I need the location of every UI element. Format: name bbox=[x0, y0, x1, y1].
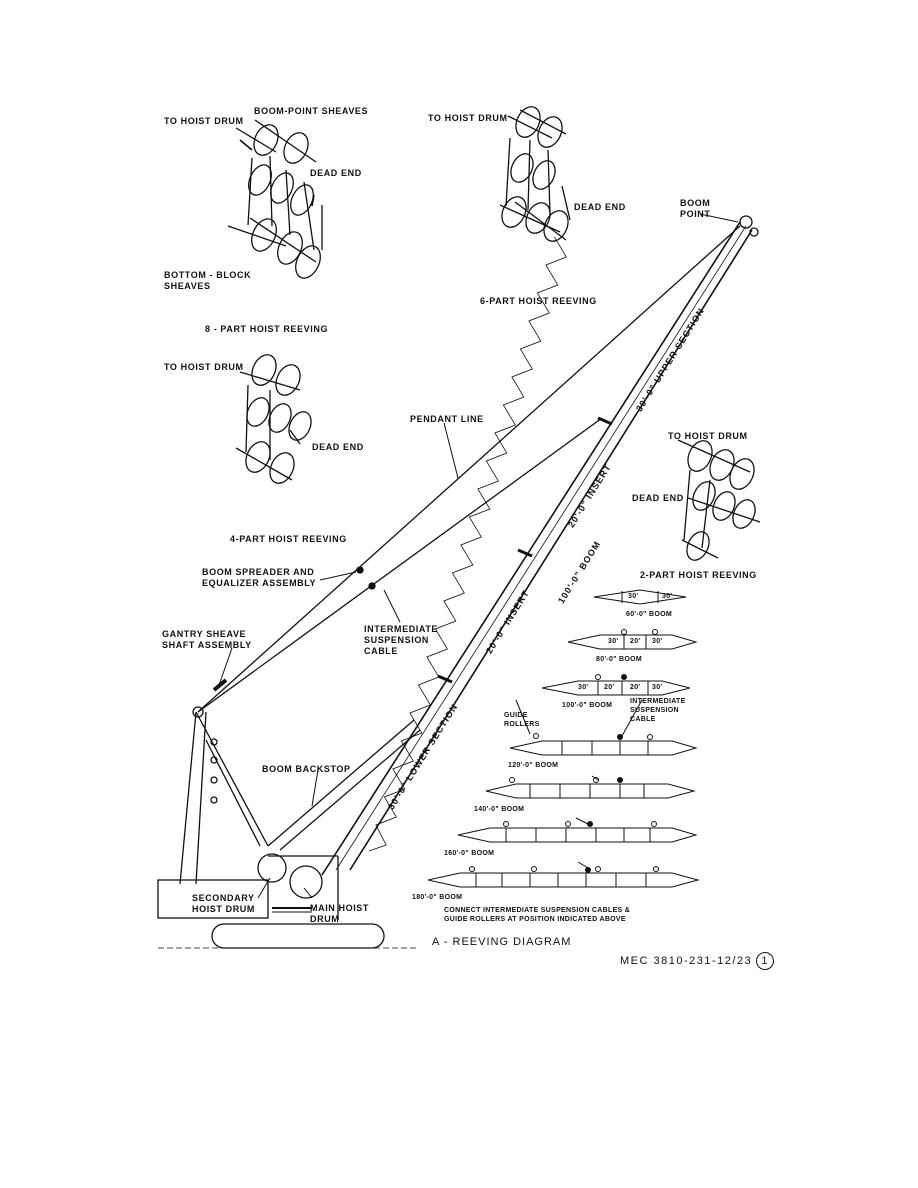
r8-sheaves-label: SHEAVES bbox=[164, 281, 211, 291]
reeving-6-sketch bbox=[499, 106, 571, 242]
isc-label-3: CABLE bbox=[630, 716, 656, 723]
crane-base bbox=[157, 853, 418, 949]
guide-rollers-label-1: GUIDE bbox=[504, 712, 528, 719]
reference-text: MEC 3810-231-12/23 bbox=[620, 955, 753, 967]
reference-circle-number: 1 bbox=[756, 952, 775, 970]
seg-80-c: 30' bbox=[652, 638, 663, 645]
isc-label-1: INTERMEDIATE bbox=[630, 698, 686, 705]
spreader-label-1: BOOM SPREADER AND bbox=[202, 567, 315, 577]
secondary-drum-label-1: SECONDARY bbox=[192, 893, 255, 903]
seg-100-d: 30' bbox=[652, 684, 663, 691]
seg-80-b: 20' bbox=[630, 638, 641, 645]
r6-dead-end-label: DEAD END bbox=[574, 202, 626, 212]
note-line-2: GUIDE ROLLERS AT POSITION INDICATED ABOV… bbox=[444, 916, 626, 923]
reeving-2-sketch bbox=[677, 439, 761, 561]
seg-60-a: 30' bbox=[628, 593, 639, 600]
pendant-lines bbox=[197, 225, 741, 713]
boom-160-label: 160'-0" BOOM bbox=[444, 850, 495, 857]
boom-60-label: 60'-0" BOOM bbox=[626, 611, 673, 618]
boom-length-diagrams bbox=[427, 589, 700, 888]
main-drum-label-1: MAIN HOIST bbox=[310, 903, 369, 913]
leader-lines bbox=[217, 213, 739, 899]
r8-to-hoist-drum-label: TO HOIST DRUM bbox=[164, 116, 244, 126]
r8-boom-point-sheaves-label: BOOM-POINT SHEAVES bbox=[254, 106, 369, 116]
mast-and-backstop bbox=[179, 706, 421, 885]
boom-180-label: 180'-0" BOOM bbox=[412, 894, 463, 901]
r6-to-hoist-drum-label: TO HOIST DRUM bbox=[428, 113, 508, 123]
seg-100-a: 30' bbox=[578, 684, 589, 691]
seg-100-c: 20' bbox=[630, 684, 641, 691]
boom-140-label: 140'-0" BOOM bbox=[474, 806, 525, 813]
pendant-line-label: PENDANT LINE bbox=[410, 414, 484, 424]
intermediate-label-3: CABLE bbox=[364, 646, 398, 656]
r4-to-hoist-drum-label: TO HOIST DRUM bbox=[164, 362, 244, 372]
r4-dead-end-label: DEAD END bbox=[312, 442, 364, 452]
intermediate-label-1: INTERMEDIATE bbox=[364, 624, 439, 634]
r2-title: 2-PART HOIST REEVING bbox=[640, 570, 757, 580]
main-drum-label-2: DRUM bbox=[310, 914, 340, 924]
r2-dead-end-label: DEAD END bbox=[632, 493, 684, 503]
gantry-label-1: GANTRY SHEAVE bbox=[162, 629, 247, 639]
r4-title: 4-PART HOIST REEVING bbox=[230, 534, 347, 544]
reeving-8-sketch bbox=[227, 119, 323, 279]
r8-dead-end-label: DEAD END bbox=[310, 168, 362, 178]
seg-60-b: 30' bbox=[662, 593, 673, 600]
boom-100-length-label: 100'-0" BOOM bbox=[562, 702, 613, 709]
seg-100-b: 20' bbox=[604, 684, 615, 691]
seg-80-a: 30' bbox=[608, 638, 619, 645]
boom-backstop-label: BOOM BACKSTOP bbox=[262, 764, 351, 774]
intermediate-label-2: SUSPENSION bbox=[364, 635, 430, 645]
boom-point-label-2: POINT bbox=[680, 209, 711, 219]
guide-rollers-label-2: ROLLERS bbox=[504, 721, 540, 728]
reeving-4-sketch bbox=[235, 354, 312, 484]
gantry-label-2: SHAFT ASSEMBLY bbox=[162, 640, 252, 650]
boom-120-label: 120'-0" BOOM bbox=[508, 762, 559, 769]
r6-title: 6-PART HOIST REEVING bbox=[480, 296, 597, 306]
r8-bottom-block-label: BOTTOM - BLOCK bbox=[164, 270, 252, 280]
boom-point-label-1: BOOM bbox=[680, 198, 711, 208]
note-line-1: CONNECT INTERMEDIATE SUSPENSION CABLES & bbox=[444, 907, 631, 914]
secondary-drum-label-2: HOIST DRUM bbox=[192, 904, 255, 914]
r2-to-hoist-drum-label: TO HOIST DRUM bbox=[668, 431, 748, 441]
r8-title: 8 - PART HOIST REEVING bbox=[205, 324, 329, 334]
isc-label-2: SUSPENSION bbox=[630, 707, 679, 714]
boom-80-label: 80'-0" BOOM bbox=[596, 656, 643, 663]
figure-caption: A - REEVING DIAGRAM bbox=[432, 936, 572, 948]
spreader-label-2: EQUALIZER ASSEMBLY bbox=[202, 578, 317, 588]
